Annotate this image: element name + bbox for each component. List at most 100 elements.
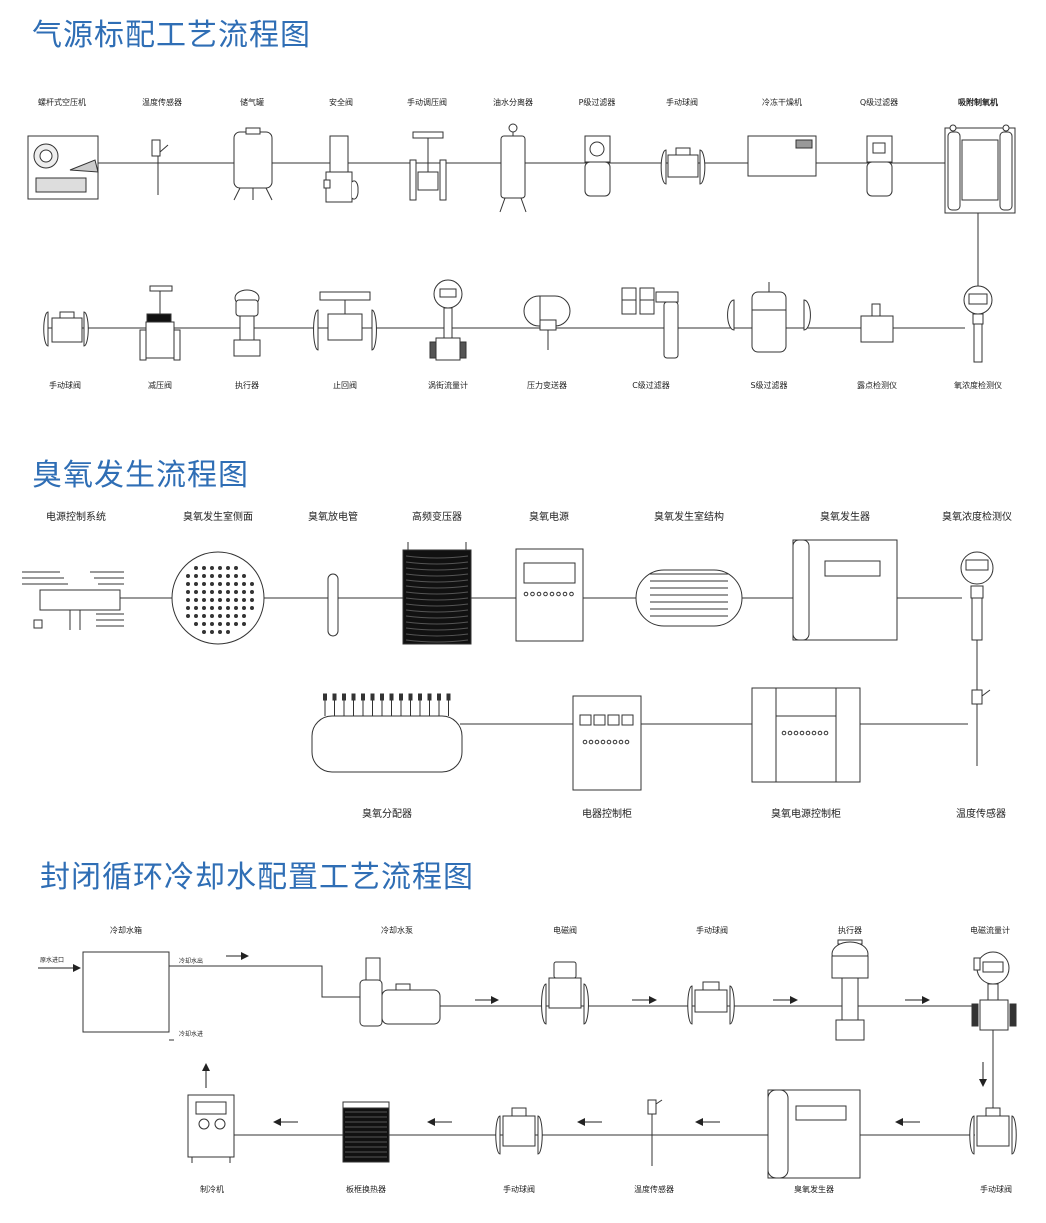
chamber-hole — [194, 582, 198, 586]
solenoid-valve-icon — [541, 961, 589, 1025]
label-check-valve: 止回阀 — [333, 380, 357, 390]
indicator-dot — [562, 591, 568, 597]
label-hf-transformer: 高频变压器 — [412, 510, 462, 523]
ball-valve-icon-c1 — [687, 981, 735, 1025]
chamber-hole — [210, 614, 214, 618]
label-safety-valve: 安全阀 — [329, 97, 353, 107]
cabinet-dot — [582, 739, 588, 745]
label-pressure-transmitter: 压力变送器 — [527, 380, 567, 390]
ozone-row1-labels: 电源控制系统 臭氧发生室侧面 臭氧放电管 高频变压器 臭氧电源 臭氧发生室结构 … — [46, 510, 1012, 523]
power-cabinet-dot — [781, 730, 787, 736]
ozone-section-title: 臭氧发生流程图 — [32, 458, 249, 493]
chamber-hole — [226, 590, 230, 594]
chamber-hole — [226, 606, 230, 610]
chamber-hole — [194, 566, 198, 570]
chamber-hole — [234, 590, 238, 594]
coil-line — [405, 555, 469, 559]
chamber-hole — [194, 590, 198, 594]
distributor-port-cap — [361, 693, 365, 701]
label-ozone-generator: 臭氧发生器 — [820, 510, 870, 523]
dryer-icon — [747, 135, 817, 177]
chamber-hole — [210, 622, 214, 626]
cooling-row2-labels: 制冷机 板框换热器 手动球阀 温度传感器 臭氧发生器 手动球阀 — [200, 1184, 1012, 1194]
chamber-hole — [226, 582, 230, 586]
chamber-hole — [194, 606, 198, 610]
air-section-title: 气源标配工艺流程图 — [32, 18, 311, 53]
distributor-port-cap — [342, 693, 346, 701]
indicator-dot — [569, 591, 574, 597]
distributor-port-cap — [418, 693, 422, 701]
distributor-port-cap — [399, 693, 403, 701]
chamber-hole — [202, 622, 206, 626]
chamber-hole — [242, 590, 246, 594]
actuator-icon-air — [233, 289, 261, 357]
safety-valve-icon — [323, 135, 359, 203]
air-row1-labels: 螺杆式空压机 温度传感器 储气罐 安全阀 手动调压阀 油水分离器 P级过滤器 手… — [38, 97, 998, 107]
chamber-hole — [186, 598, 190, 602]
label-c-filter: C级过滤器 — [632, 380, 670, 390]
chamber-hole — [218, 614, 222, 618]
distributor-port-cap — [380, 693, 384, 701]
label-ball-valve-2: 手动球阀 — [49, 380, 81, 390]
chamber-hole — [202, 574, 206, 578]
coil-line — [405, 603, 469, 607]
coil-line — [405, 597, 469, 601]
label-temp-sensor-ozone: 温度传感器 — [956, 807, 1006, 820]
label-p-filter: P级过滤器 — [579, 97, 616, 107]
chamber-hole — [234, 582, 238, 586]
chamber-hole — [226, 574, 230, 578]
label-distributor: 臭氧分配器 — [362, 807, 412, 820]
label-cooling-pump: 冷却水泵 — [381, 925, 413, 935]
distributor-port-cap — [408, 693, 413, 701]
cooling-section-title: 封闭循环冷却水配置工艺流程图 — [40, 860, 474, 895]
chamber-hole — [242, 614, 246, 618]
chamber-hole — [194, 622, 198, 626]
label-actuator-c: 执行器 — [838, 925, 862, 935]
chamber-hole — [218, 566, 222, 570]
label-ball-valve-c3: 手动球阀 — [980, 1184, 1012, 1194]
chamber-hole — [202, 590, 206, 594]
coil-line — [405, 567, 469, 571]
label-ball-valve-c2: 手动球阀 — [503, 1184, 535, 1194]
label-concentration-detector: 臭氧浓度检测仪 — [942, 510, 1012, 523]
chamber-hole — [226, 622, 230, 626]
label-dew-point: 露点检测仪 — [857, 380, 897, 390]
chamber-hole — [186, 614, 190, 618]
coil-line — [405, 633, 469, 637]
chamber-hole — [186, 582, 190, 586]
distributor-port-cap — [332, 693, 337, 701]
indicator-dot — [536, 591, 542, 597]
cabinet-dot — [612, 739, 618, 745]
chamber-hole — [234, 606, 238, 610]
chamber-hole — [194, 614, 198, 618]
distributor-port-cap — [437, 693, 441, 701]
ozone-power-icon — [515, 548, 584, 642]
ball-valve-icon-row2 — [43, 311, 89, 347]
label-power-cabinet: 臭氧电源控制柜 — [771, 807, 841, 820]
label-temp-sensor-cooling: 温度传感器 — [634, 1184, 674, 1194]
chamber-hole — [210, 582, 214, 586]
label-vortex-flowmeter: 涡街流量计 — [428, 380, 468, 390]
oil-water-separator-icon — [499, 123, 527, 213]
chamber-hole — [202, 598, 206, 602]
oxygen-generator-icon — [944, 124, 1016, 214]
label-reducing-valve: 减压阀 — [148, 380, 172, 390]
chamber-hole — [210, 574, 214, 578]
cooling-pump-icon — [359, 957, 441, 1027]
indicator-dot — [549, 591, 555, 597]
ozone-generator-icon — [792, 539, 898, 641]
ozone-power-cabinet-icon — [751, 687, 861, 783]
power-cabinet-dot — [787, 730, 793, 736]
chamber-structure-icon — [635, 569, 743, 627]
chamber-hole — [186, 590, 190, 594]
actuator-icon-cooling — [831, 939, 869, 1041]
distributor-port-cap — [427, 693, 432, 701]
chamber-hole — [202, 614, 206, 618]
chamber-hole — [250, 606, 254, 610]
chamber-hole — [242, 598, 246, 602]
temp-sensor-icon — [151, 139, 169, 195]
power-cabinet-dot — [793, 730, 799, 736]
hf-transformer-icon — [402, 542, 472, 645]
discharge-tube-icon — [327, 573, 339, 637]
